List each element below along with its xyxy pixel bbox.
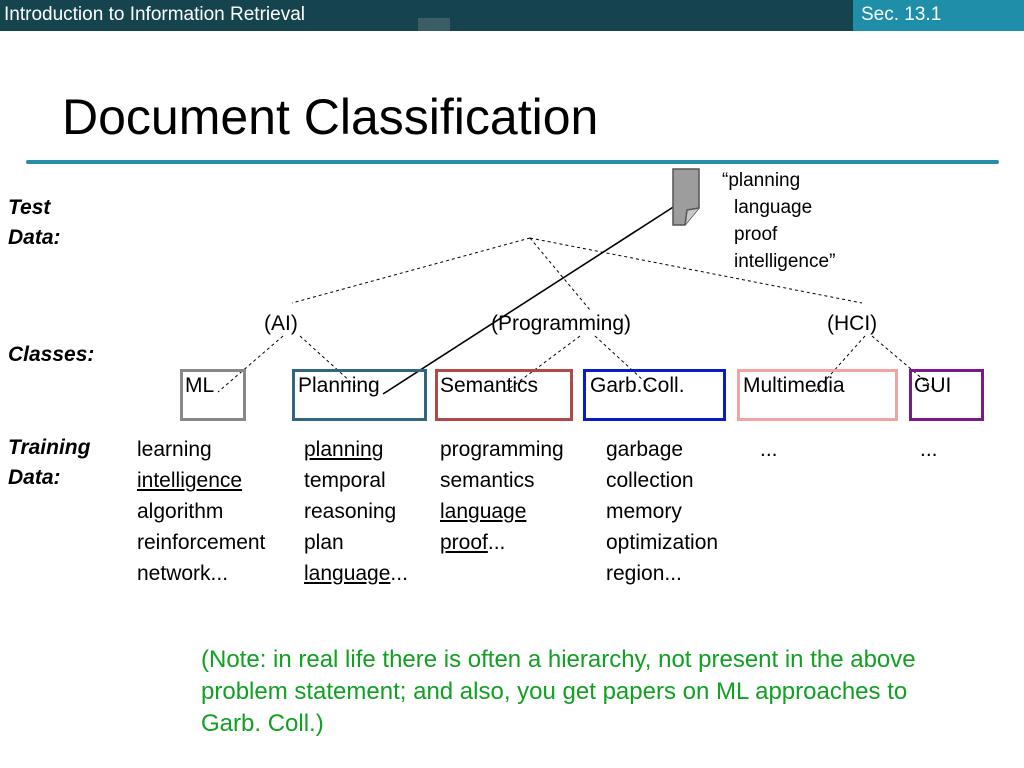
top-class-programming: (Programming) xyxy=(491,312,632,335)
term: proof xyxy=(440,531,488,554)
class-label-semantics: Semantics xyxy=(440,374,539,397)
test-term: intelligence” xyxy=(734,251,836,272)
edge-ai-ml xyxy=(217,335,284,393)
term: algorithm xyxy=(137,500,224,523)
term: planning xyxy=(304,438,384,461)
term-ellipsis: ... xyxy=(760,438,778,461)
class-label-planning: Planning xyxy=(298,374,380,397)
test-term: “planning xyxy=(722,170,801,191)
term: temporal xyxy=(304,469,386,492)
term: region... xyxy=(606,562,682,585)
title-underline xyxy=(26,160,999,164)
edge-root-programming xyxy=(529,237,591,311)
top-class-ai: (AI) xyxy=(264,312,298,335)
edge-ai-planning xyxy=(299,335,363,393)
class-label-multimedia: Multimedia xyxy=(743,374,845,397)
term-ellipsis: ... xyxy=(487,531,506,554)
course-title: Introduction to Information Retrieval xyxy=(4,4,305,25)
training-data-label: Training Data: xyxy=(8,436,91,489)
term-ellipsis: ... xyxy=(390,562,408,585)
edge-root-ai xyxy=(291,237,531,304)
term: optimization xyxy=(606,531,719,554)
class-box-semantics xyxy=(435,369,573,421)
edge-root-hci xyxy=(529,237,863,304)
training-terms-garbcoll: garbage collection memory optimization r… xyxy=(606,434,718,589)
edge-hci-multimedia xyxy=(814,335,866,393)
term: memory xyxy=(606,500,682,523)
class-box-multimedia xyxy=(737,369,898,421)
note-text: (Note: in real life there is often a hie… xyxy=(201,646,916,737)
header-tab-shadow xyxy=(418,18,450,31)
term: learning xyxy=(137,438,212,461)
term: language xyxy=(304,562,391,585)
class-box-planning xyxy=(292,369,427,421)
document-icon xyxy=(672,168,700,226)
term: network... xyxy=(137,562,229,585)
test-data-label: Test Data: xyxy=(8,196,61,249)
section-number: Sec. 13.1 xyxy=(861,4,942,25)
term: reinforcement xyxy=(137,531,266,554)
term: language xyxy=(440,500,527,523)
header-bar: Introduction to Information Retrieval Se… xyxy=(0,0,1024,31)
training-terms-gui: ... xyxy=(920,434,938,465)
term: intelligence xyxy=(137,469,243,492)
class-label-gui: GUI xyxy=(914,374,952,397)
class-box-garbcoll xyxy=(583,369,726,421)
test-document-text: “planning language proof intelligence” xyxy=(722,167,835,275)
edge-doc-planning xyxy=(382,192,696,395)
term-row: proof... xyxy=(440,527,564,558)
training-terms-ml: learning intelligence algorithm reinforc… xyxy=(137,434,265,589)
training-terms-planning: planning temporal reasoning plan languag… xyxy=(304,434,408,589)
term: plan xyxy=(304,531,344,554)
edge-programming-garbcoll xyxy=(594,335,657,393)
term: garbage xyxy=(606,438,684,461)
term: semantics xyxy=(440,469,535,492)
term: programming xyxy=(440,438,564,461)
class-box-ml xyxy=(180,369,246,421)
class-label-ml: ML xyxy=(185,374,215,397)
page-title: Document Classification xyxy=(62,89,599,145)
term-ellipsis: ... xyxy=(920,438,938,461)
training-terms-semantics: programming semantics language proof... xyxy=(440,434,564,558)
term: reasoning xyxy=(304,500,397,523)
training-terms-multimedia: ... xyxy=(760,434,778,465)
classes-label: Classes: xyxy=(8,343,95,366)
test-term: proof xyxy=(734,224,778,245)
edge-programming-semantics xyxy=(504,335,581,393)
test-term: language xyxy=(734,197,813,218)
section-badge xyxy=(853,0,1024,31)
class-label-garbcoll: Garb.Coll. xyxy=(590,374,685,397)
term: collection xyxy=(606,469,694,492)
top-class-hci: (HCI) xyxy=(827,312,878,335)
term-row: language... xyxy=(304,558,408,589)
edge-hci-gui xyxy=(871,335,939,393)
class-box-gui xyxy=(909,369,984,421)
